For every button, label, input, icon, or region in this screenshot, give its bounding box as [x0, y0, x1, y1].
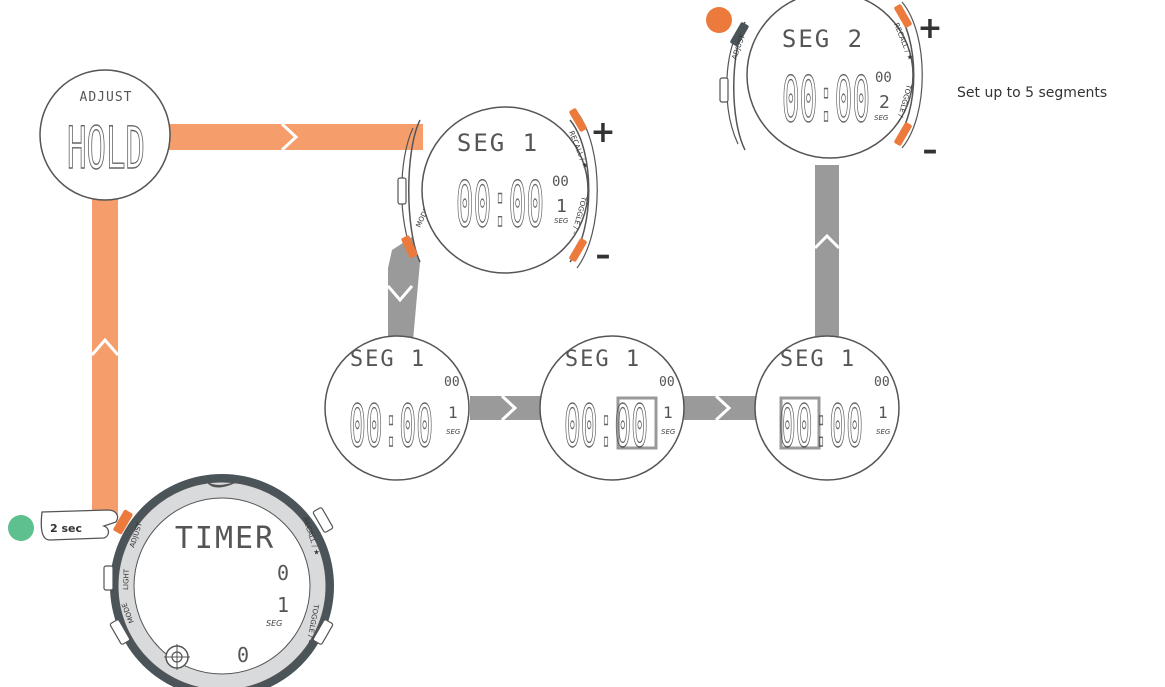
row1-seg-label: SEG 1 — [350, 347, 426, 372]
row1-seg-word: SEG — [446, 428, 461, 436]
seg2-seg-word: SEG — [874, 114, 889, 122]
timer-seg-word: SEG — [266, 619, 282, 628]
seg1-minus-sign: – — [596, 238, 611, 273]
flow-gray-vertical — [815, 165, 839, 350]
hold-screen-main-label: HOLD — [67, 114, 145, 182]
timer-light-label: LIGHT — [122, 568, 131, 590]
timer-bottom-digit: 0 — [237, 643, 249, 667]
seg2-main-digits: 00:00 — [782, 63, 870, 136]
row-screen-1: SEG 1 00:00 00 1 SEG — [324, 335, 470, 481]
chevron-icon — [280, 122, 299, 152]
hold-screen-top-label: ADJUST — [80, 90, 133, 105]
seg2-small-digits: 00 — [875, 70, 892, 86]
row3-minutes-highlight — [779, 396, 821, 450]
row3-small-digits: 00 — [874, 375, 890, 390]
chevron-icon — [386, 285, 414, 303]
timer-light-button[interactable] — [103, 565, 114, 591]
timer-top-digit: 0 — [277, 561, 289, 585]
timer-recall-button[interactable] — [312, 507, 334, 533]
row3-seg-number: 1 — [878, 403, 888, 422]
timer-adjust-button[interactable] — [113, 509, 134, 535]
timer-mode-button[interactable] — [109, 619, 131, 645]
seg1-side-button[interactable] — [397, 177, 407, 205]
seg1-seg-word: SEG — [554, 217, 569, 225]
seg1-plus-sign: + — [590, 115, 615, 150]
seg2-minus-sign: – — [923, 133, 938, 168]
press-indicator-dot — [706, 7, 732, 33]
row2-small-digits: 00 — [659, 375, 675, 390]
press-indicator-green-dot — [8, 515, 34, 541]
hold-duration-badge: 2 sec — [50, 522, 82, 535]
seg1-seg-number: 1 — [556, 196, 567, 217]
seg1-small-digits: 00 — [552, 174, 569, 190]
seg2-toggle-button[interactable] — [894, 122, 913, 147]
row3-seg-word: SEG — [876, 428, 891, 436]
timer-watch: ADJUST LIGHT MODE RECALL / ★ TOGGLE / – … — [103, 474, 334, 687]
seg2-seg-label: SEG 2 — [782, 25, 864, 53]
row-screen-3: SEG 1 00:00 00 1 SEG — [754, 335, 900, 481]
flow-orange-vertical — [92, 190, 118, 515]
seg2-recall-button[interactable] — [894, 4, 913, 29]
row2-main-digits: 00:00 — [564, 392, 648, 460]
row2-seg-word: SEG — [661, 428, 676, 436]
seg1-toggle-button[interactable] — [569, 238, 588, 263]
segments-note: Set up to 5 segments — [957, 85, 1107, 101]
seg1-watch: MODE RECALL / ★ TOGGLE / – + – SEG 1 00:… — [397, 106, 616, 274]
seg2-watch: ADJUST RECALL / ★ TOGGLE / – + – SEG 2 0… — [706, 0, 943, 168]
nike-swoosh-icon — [207, 479, 241, 488]
hold-screen: ADJUST HOLD — [39, 69, 171, 201]
row3-main-digits: 00:00 — [779, 392, 863, 460]
seg2-adjust-button[interactable] — [730, 22, 750, 47]
seg2-seg-number: 2 — [879, 92, 890, 113]
seg1-main-digits: 00:00 — [456, 168, 544, 241]
row1-seg-number: 1 — [448, 403, 458, 422]
row2-seg-label: SEG 1 — [565, 347, 641, 372]
chevron-icon — [714, 394, 732, 422]
timer-seg-number: 1 — [277, 593, 289, 617]
hand-press-icon — [40, 509, 119, 541]
seg2-side-button[interactable] — [719, 77, 729, 103]
row1-main-digits: 00:00 — [349, 392, 433, 460]
chevron-icon — [90, 337, 120, 356]
seg1-mode-button[interactable] — [401, 235, 418, 259]
chevron-icon — [500, 394, 518, 422]
seg1-seg-label: SEG 1 — [457, 129, 539, 157]
seg2-plus-sign: + — [917, 11, 942, 46]
timer-toggle-button[interactable] — [312, 619, 334, 645]
seg1-recall-button[interactable] — [569, 108, 588, 133]
row2-seconds-highlight — [616, 396, 658, 450]
timer-title: TIMER — [175, 521, 275, 556]
row-screen-2: SEG 1 00:00 00 1 SEG — [539, 335, 685, 481]
row2-seg-number: 1 — [663, 403, 673, 422]
chevron-icon — [813, 233, 841, 250]
row3-seg-label: SEG 1 — [780, 347, 856, 372]
row1-small-digits: 00 — [444, 375, 460, 390]
